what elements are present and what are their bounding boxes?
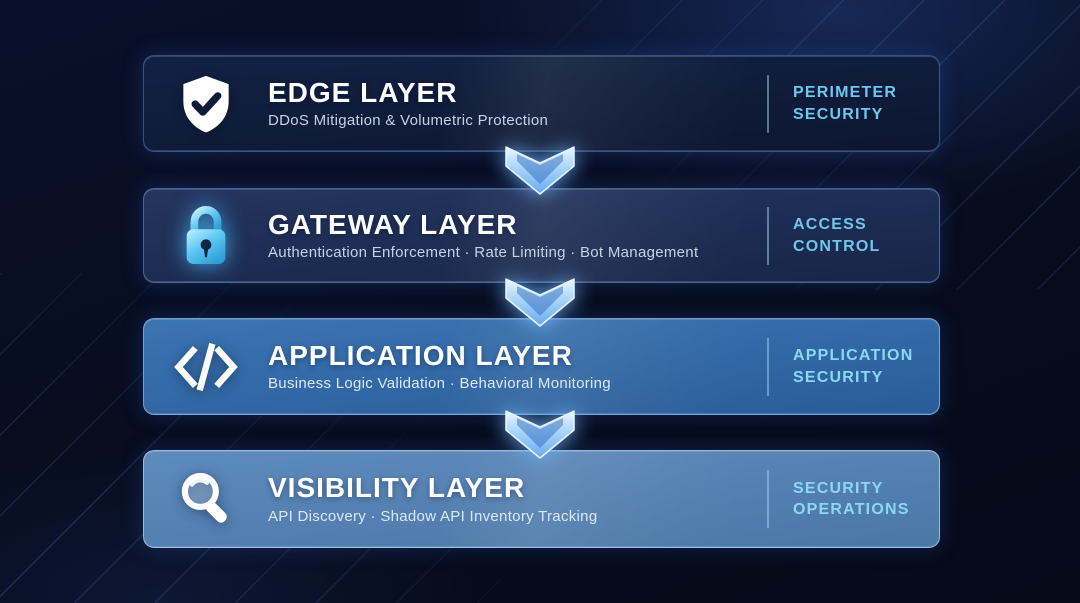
layer-visibility: VISIBILITY LAYER API Discovery · Shadow … bbox=[143, 450, 940, 548]
layer-subtitle: Business Logic Validation · Behavioral M… bbox=[268, 375, 611, 393]
layer-tag: SECURITY OPERATIONS bbox=[793, 479, 910, 518]
layer-tag-box: PERIMETER SECURITY bbox=[767, 74, 923, 133]
lock-icon bbox=[144, 204, 268, 268]
layer-title: GATEWAY LAYER bbox=[268, 208, 518, 240]
layer-subtitle: Authentication Enforcement · Rate Limiti… bbox=[268, 244, 699, 262]
layer-title: EDGE LAYER bbox=[268, 76, 458, 108]
down-arrow-icon bbox=[502, 144, 578, 198]
layer-tag-box: ACCESS CONTROL bbox=[767, 206, 923, 265]
layer-application: APPLICATION LAYER Business Logic Validat… bbox=[143, 318, 940, 415]
layer-edge: EDGE LAYER DDoS Mitigation & Volumetric … bbox=[143, 55, 940, 152]
down-arrow-icon bbox=[502, 276, 578, 330]
layer-title: APPLICATION LAYER bbox=[268, 339, 573, 371]
down-arrow-icon bbox=[502, 408, 578, 462]
magnifier-icon bbox=[144, 468, 268, 530]
layer-tag: ACCESS CONTROL bbox=[793, 216, 881, 255]
shield-check-icon bbox=[144, 73, 268, 135]
layer-tag-box: SECURITY OPERATIONS bbox=[767, 470, 923, 528]
layer-tag: APPLICATION SECURITY bbox=[793, 347, 914, 386]
layer-tag: PERIMETER SECURITY bbox=[793, 84, 898, 123]
layer-subtitle: API Discovery · Shadow API Inventory Tra… bbox=[268, 507, 598, 525]
layer-subtitle: DDoS Mitigation & Volumetric Protection bbox=[268, 112, 549, 130]
layer-gateway: GATEWAY LAYER Authentication Enforcement… bbox=[143, 188, 940, 283]
code-icon bbox=[144, 341, 268, 393]
layer-title: VISIBILITY LAYER bbox=[268, 472, 526, 504]
layer-tag-box: APPLICATION SECURITY bbox=[767, 337, 923, 396]
